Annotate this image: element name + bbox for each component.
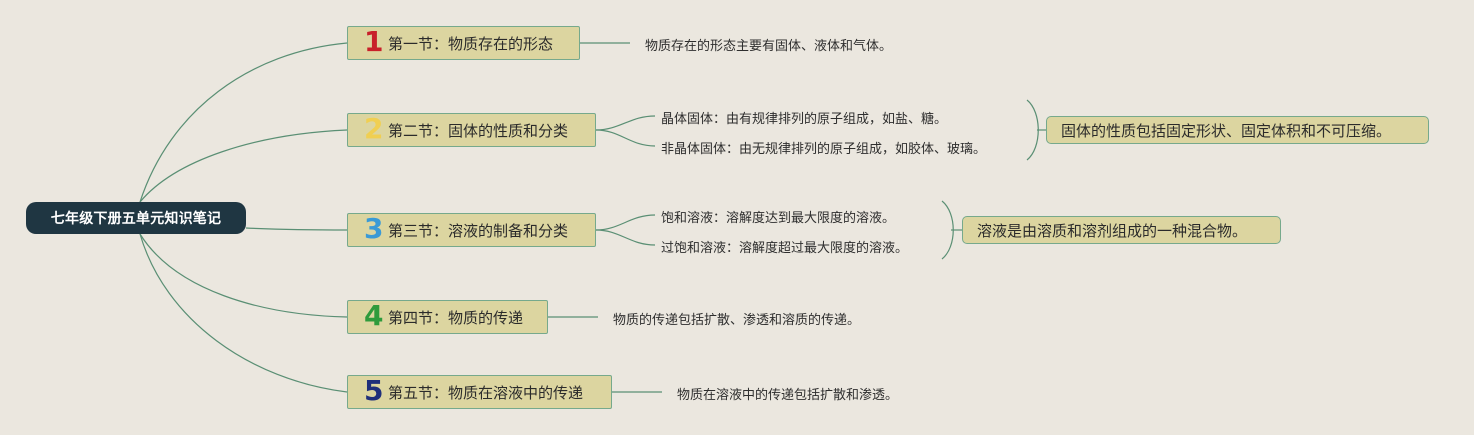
section-1-detail-1[interactable]: 物质存在的形态主要有固体、液体和气体。 xyxy=(645,39,893,54)
section-label-4: 第四节：物质的传递 xyxy=(388,308,524,327)
section-2-detail-2[interactable]: 非晶体固体：由无规律排列的原子组成，如胶体、玻璃。 xyxy=(661,142,987,157)
section-node-5[interactable]: 5 第五节：物质在溶液中的传递 xyxy=(347,375,612,409)
section-number-5: 5 xyxy=(364,374,384,407)
section-node-1[interactable]: 1 第一节：物质存在的形态 xyxy=(347,26,580,60)
section-3-summary-text: 溶液是由溶质和溶剂组成的一种混合物。 xyxy=(977,221,1248,240)
section-label-1: 第一节：物质存在的形态 xyxy=(388,34,554,53)
section-2-summary[interactable]: 固体的性质包括固定形状、固定体积和不可压缩。 xyxy=(1046,116,1429,144)
root-title: 七年级下册五单元知识笔记 xyxy=(50,211,222,227)
section-5-detail-1[interactable]: 物质在溶液中的传递包括扩散和渗透。 xyxy=(677,388,899,403)
section-label-2: 第二节：固体的性质和分类 xyxy=(388,121,569,140)
section-number-2: 2 xyxy=(364,112,384,145)
section-label-5: 第五节：物质在溶液中的传递 xyxy=(388,383,584,402)
root-node[interactable]: 七年级下册五单元知识笔记 xyxy=(26,202,246,234)
summary-brace-section-2 xyxy=(1026,99,1039,161)
section-number-1: 1 xyxy=(364,25,384,58)
connector-root-section-4 xyxy=(139,233,348,318)
section-3-summary[interactable]: 溶液是由溶质和溶剂组成的一种混合物。 xyxy=(962,216,1281,244)
connector-root-section-5 xyxy=(139,233,348,393)
connector-root-section-1 xyxy=(139,42,348,203)
connector-root-section-3 xyxy=(245,227,348,231)
section-2-summary-text: 固体的性质包括固定形状、固定体积和不可压缩。 xyxy=(1061,121,1392,140)
section-node-4[interactable]: 4 第四节：物质的传递 xyxy=(347,300,548,334)
section-3-detail-2[interactable]: 过饱和溶液：溶解度超过最大限度的溶液。 xyxy=(661,241,909,256)
connector-root-section-2 xyxy=(139,129,348,203)
connector-section-3-detail-1 xyxy=(595,214,656,231)
section-number-3: 3 xyxy=(364,212,384,245)
connector-section-3-detail-2 xyxy=(595,229,656,246)
section-node-3[interactable]: 3 第三节：溶液的制备和分类 xyxy=(347,213,596,247)
section-2-detail-1[interactable]: 晶体固体：由有规律排列的原子组成，如盐、糖。 xyxy=(661,112,948,127)
connector-section-2-detail-1 xyxy=(595,115,656,131)
section-number-4: 4 xyxy=(364,299,384,332)
section-3-detail-1[interactable]: 饱和溶液：溶解度达到最大限度的溶液。 xyxy=(661,211,896,226)
section-node-2[interactable]: 2 第二节：固体的性质和分类 xyxy=(347,113,596,147)
section-label-3: 第三节：溶液的制备和分类 xyxy=(388,221,569,240)
connector-section-2-detail-2 xyxy=(595,129,656,147)
section-4-detail-1[interactable]: 物质的传递包括扩散、渗透和溶质的传递。 xyxy=(613,313,861,328)
